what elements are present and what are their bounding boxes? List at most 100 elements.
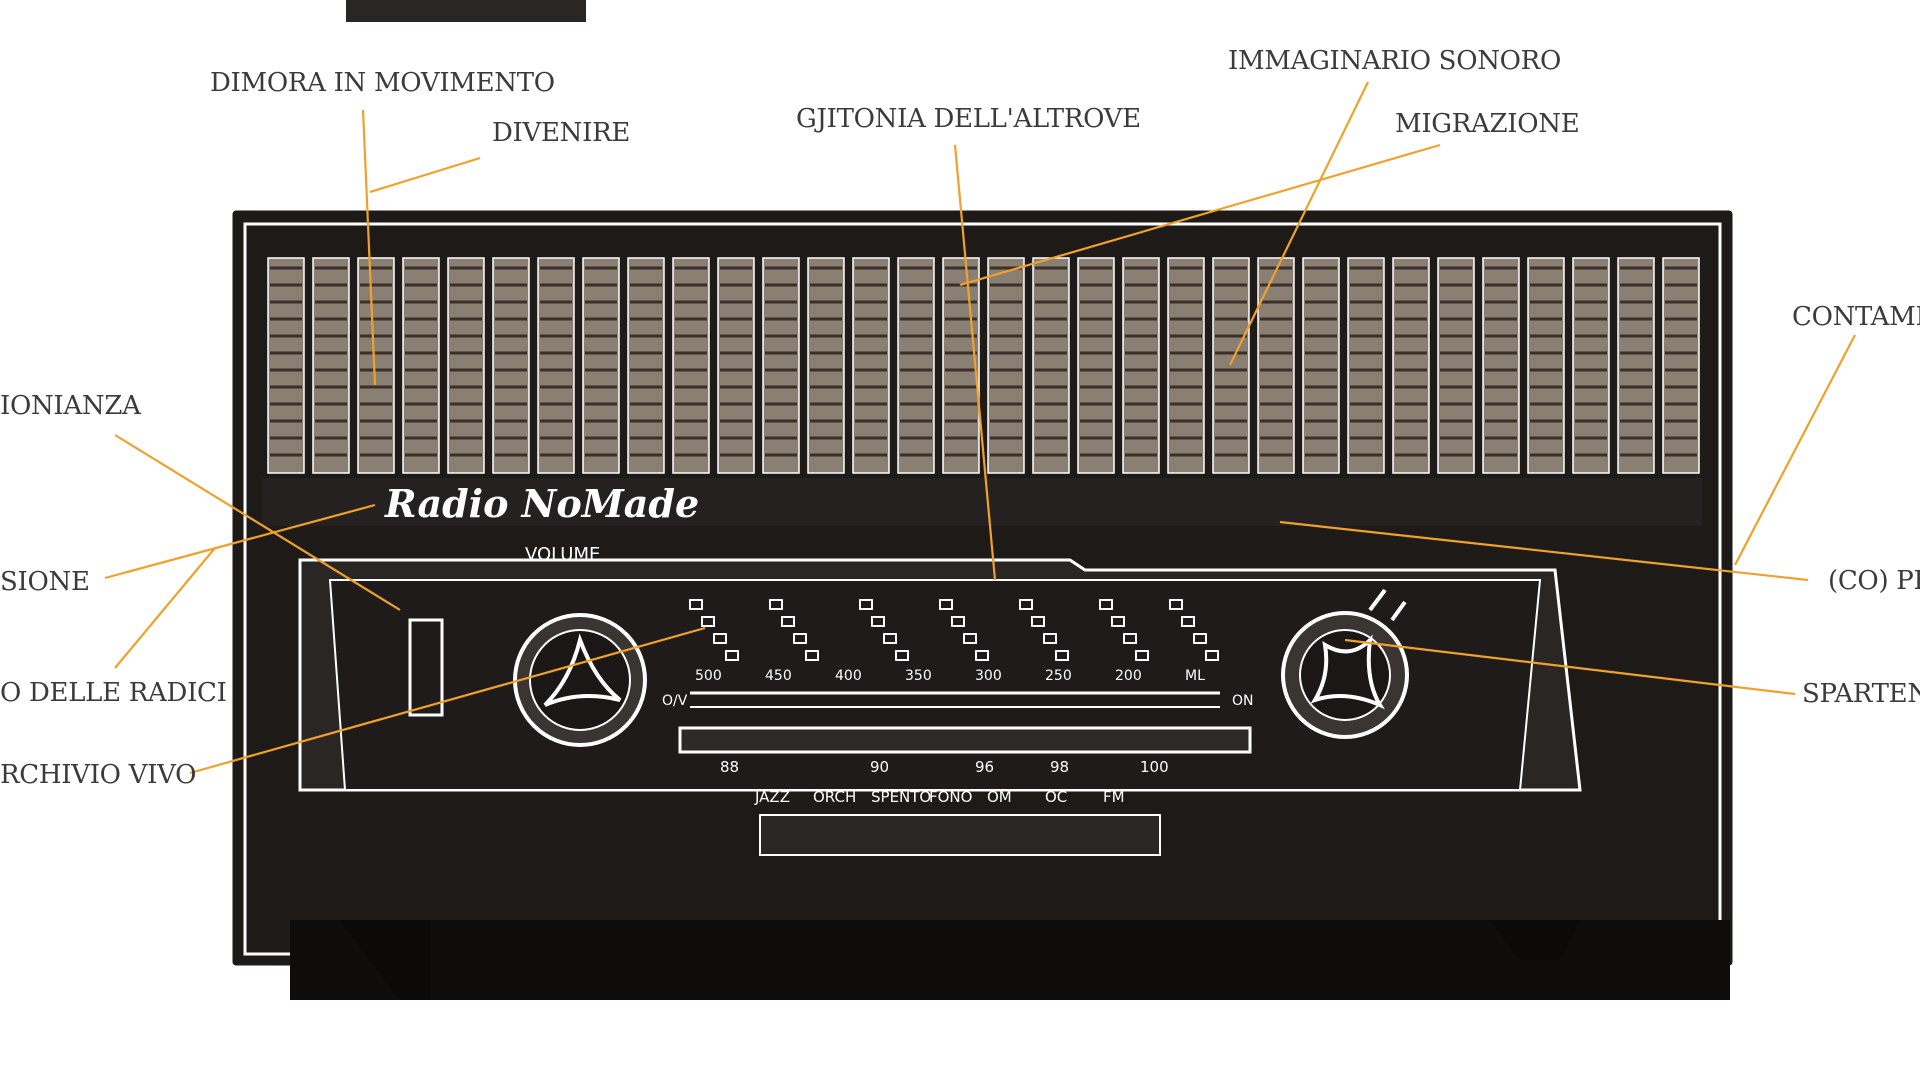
band-button-label: OM	[987, 788, 1012, 806]
dial-mark	[1169, 599, 1183, 610]
dial-mark	[689, 599, 703, 610]
dial-mark	[975, 650, 989, 661]
grille-slat	[1527, 257, 1565, 474]
grille-slat	[492, 257, 530, 474]
grille-slat	[1077, 257, 1115, 474]
dial-mark	[713, 633, 727, 644]
fm-scale-label: 98	[1050, 758, 1069, 776]
grille-slat	[762, 257, 800, 474]
dial-mark	[793, 633, 807, 644]
dial-mark	[805, 650, 819, 661]
grille-slat	[1392, 257, 1430, 474]
label-radici: O DELLE RADICI	[0, 678, 227, 708]
grille-slat	[897, 257, 935, 474]
am-scale-label: 500	[695, 668, 722, 684]
label-co-prod: (CO) PR	[1828, 566, 1920, 596]
grille-slat	[1032, 257, 1070, 474]
volume-knob	[513, 613, 647, 747]
grille-slat	[312, 257, 350, 474]
dial-mark	[883, 633, 897, 644]
dial-mark	[1043, 633, 1057, 644]
band-button-label: FONO	[929, 788, 972, 806]
grille-slat	[672, 257, 710, 474]
grille-slat	[627, 257, 665, 474]
grille-slat	[1212, 257, 1250, 474]
am-scale-label: 250	[1045, 668, 1072, 684]
grille-slat	[717, 257, 755, 474]
label-archivio-vivo: RCHIVIO VIVO	[0, 760, 197, 790]
am-scale-label: 350	[905, 668, 932, 684]
dial-marks	[689, 599, 1219, 661]
dial-mark	[859, 599, 873, 610]
dial-mark	[871, 616, 885, 627]
band-button-label: FM	[1103, 788, 1125, 806]
dial-mark	[895, 650, 909, 661]
dial-mark	[1031, 616, 1045, 627]
label-divenire: DIVENIRE	[492, 118, 631, 148]
fm-scale-label: 88	[720, 758, 739, 776]
am-scale-label: 300	[975, 668, 1002, 684]
dial-mark	[1019, 599, 1033, 610]
band-button-label: JAZZ	[754, 788, 790, 806]
label-immaginario-sonoro: IMMAGINARIO SONORO	[1228, 46, 1561, 76]
label-migrazione: MIGRAZIONE	[1395, 109, 1580, 139]
label-sione: SIONE	[0, 567, 90, 597]
grille-slat	[1437, 257, 1475, 474]
on-off-left: O/V	[662, 693, 688, 709]
grille-slat	[537, 257, 575, 474]
band-button-label: OC	[1045, 788, 1067, 806]
dial-mark	[1193, 633, 1207, 644]
dial-mark	[1205, 650, 1219, 661]
dial-mark	[1181, 616, 1195, 627]
grille-slat	[1167, 257, 1205, 474]
am-scale-label: 450	[765, 668, 792, 684]
grille-slat	[1617, 257, 1655, 474]
fm-dial	[678, 726, 1252, 754]
top-black-bar	[346, 0, 586, 22]
radio-foot-right	[1490, 920, 1580, 960]
dial-mark	[1055, 650, 1069, 661]
dial-mark	[1135, 650, 1149, 661]
dial-mark	[701, 616, 715, 627]
radio-foot-left	[340, 920, 430, 1000]
grille-slat	[582, 257, 620, 474]
fm-scale: 88 90 96 98 100	[720, 758, 1169, 776]
band-button-label: ORCH	[813, 788, 856, 806]
grille-slat	[1122, 257, 1160, 474]
dial-mark	[939, 599, 953, 610]
am-scale-label: ML	[1185, 668, 1205, 684]
grille-slat	[942, 257, 980, 474]
label-gjitonia: GJITONIA DELL'ALTROVE	[796, 104, 1141, 134]
dial-mark	[781, 616, 795, 627]
fm-scale-label: 90	[870, 758, 889, 776]
grille-slat	[1662, 257, 1700, 474]
grille-slat	[852, 257, 890, 474]
grille-slat	[1302, 257, 1340, 474]
on-off-right: ON	[1232, 693, 1254, 709]
band-button-label: SPENTO	[871, 788, 931, 806]
label-testimonianza: IONIANZA	[0, 391, 141, 421]
grille-slat	[402, 257, 440, 474]
radio-base	[290, 920, 1730, 1000]
grille-slat	[1572, 257, 1610, 474]
label-contamin: CONTAMI	[1792, 302, 1920, 332]
dial-mark	[963, 633, 977, 644]
am-scale: 500 450 400 350 300 250 200 ML	[695, 668, 1205, 684]
grille-slat	[267, 257, 305, 474]
grille-slat	[1482, 257, 1520, 474]
label-dimora-in-movimento: DIMORA IN MOVIMENTO	[210, 68, 555, 98]
label-spartenza: SPARTEN	[1802, 679, 1920, 709]
fm-scale-label: 96	[975, 758, 994, 776]
grille-slat	[987, 257, 1025, 474]
grille-slat	[807, 257, 845, 474]
am-scale-label: 400	[835, 668, 862, 684]
volume-label: VOLUME	[525, 544, 600, 565]
grille-slat	[357, 257, 395, 474]
grille-slat	[1347, 257, 1385, 474]
fm-scale-label: 100	[1140, 758, 1169, 776]
dial-mark	[1123, 633, 1137, 644]
button-rail	[759, 814, 1161, 856]
am-scale-label: 200	[1115, 668, 1142, 684]
